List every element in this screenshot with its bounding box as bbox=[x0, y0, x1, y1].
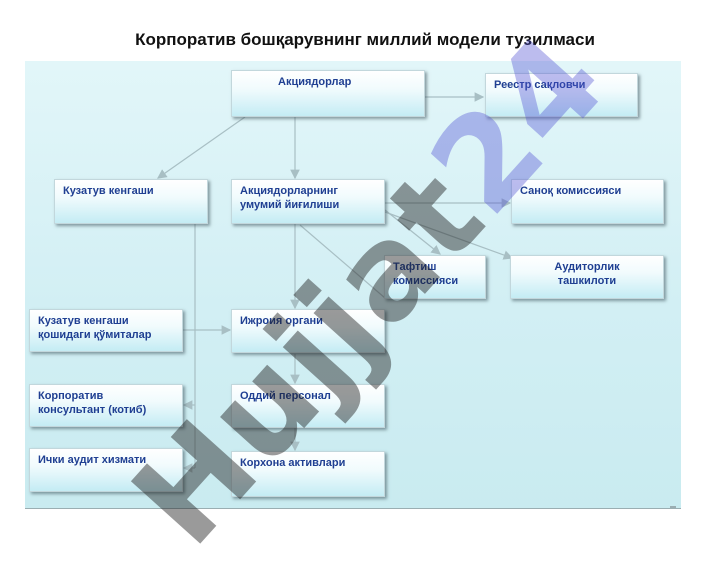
box-executive-body: Ижроия органи bbox=[231, 309, 385, 353]
box-board-committees: Кузатув кенгаши қошидаги қўмиталар bbox=[29, 309, 183, 352]
arrow-meeting-audit-org bbox=[384, 211, 514, 260]
box-supervisory-board: Кузатув кенгаши bbox=[54, 179, 208, 224]
box-shareholders: Акциядорлар bbox=[231, 70, 425, 117]
arrow-shareholders-board bbox=[157, 116, 246, 179]
box-audit-commission: Тафтиш комиссияси bbox=[384, 255, 486, 299]
box-company-assets: Корхона активлари bbox=[231, 451, 385, 497]
box-audit-organization: Аудиторлик ташкилоти bbox=[510, 255, 664, 299]
arrow-meeting-audit-commission bbox=[384, 209, 441, 255]
box-ordinary-staff: Оддий персонал bbox=[231, 384, 385, 428]
connectors bbox=[157, 92, 514, 473]
box-registrar: Реестр сақловчи bbox=[485, 73, 638, 117]
box-counting-commission: Саноқ комиссияси bbox=[511, 179, 664, 224]
diagram-title: Корпоратив бошқарувнинг миллий модели ту… bbox=[135, 30, 595, 49]
box-corporate-consultant: Корпоратив консультант (котиб) bbox=[29, 384, 183, 427]
panel-corner-mark bbox=[670, 506, 676, 508]
line-meeting-diagonal bbox=[299, 224, 386, 299]
box-internal-audit: Ички аудит хизмати bbox=[29, 448, 183, 492]
box-general-meeting: Акциядорларнинг умумий йиғилиши bbox=[231, 179, 385, 224]
